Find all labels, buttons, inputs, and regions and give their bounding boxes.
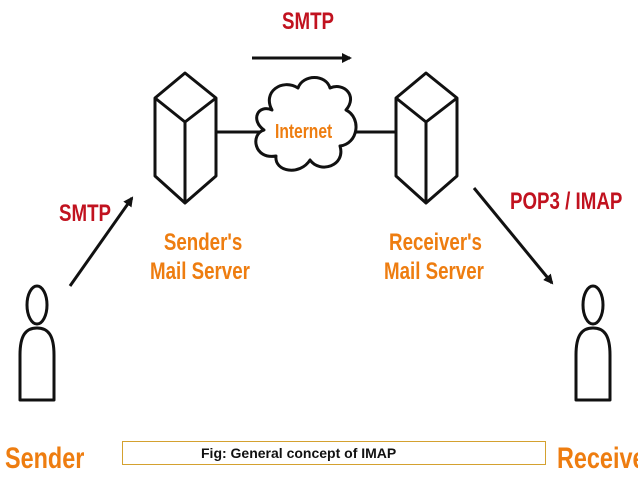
smtp-label-top: SMTP <box>282 8 335 35</box>
arrow-server-to-receiver <box>472 187 554 285</box>
figure-caption-box: Fig: General concept of IMAP <box>122 441 546 465</box>
receiver-server-icon <box>394 71 459 205</box>
sender-server-label: Sender's Mail Server <box>150 228 250 286</box>
sender-person-icon <box>18 284 56 402</box>
sender-server-icon <box>153 71 218 205</box>
figure-caption: Fig: General concept of IMAP <box>201 445 397 461</box>
receiver-person-icon <box>574 284 612 402</box>
internet-label: Internet <box>275 121 333 143</box>
sender-server-label-line2: Mail Server <box>150 258 250 285</box>
receiver-server-label: Receiver's Mail Server <box>384 228 484 286</box>
receiver-label: Receiver <box>557 442 638 475</box>
sender-label: Sender <box>5 442 85 475</box>
smtp-label-left: SMTP <box>59 200 112 227</box>
sender-server-label-line1: Sender's <box>163 229 243 256</box>
pop3-imap-label: POP3 / IMAP <box>510 188 623 215</box>
receiver-server-label-line1: Receiver's <box>389 229 482 256</box>
internet-cloud-icon <box>254 76 358 172</box>
arrow-sender-to-server <box>68 196 134 287</box>
receiver-server-label-line2: Mail Server <box>384 258 484 285</box>
